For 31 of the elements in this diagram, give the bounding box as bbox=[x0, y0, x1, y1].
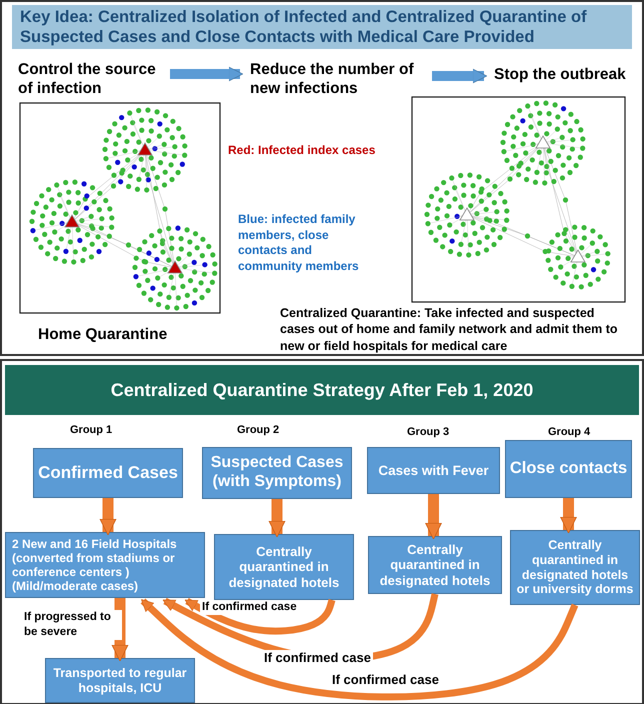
note: Centralized Quarantine: Take infected and suspected cases out of home and family network and admit them to new or field hospitals for medical care bbox=[280, 305, 619, 354]
process-box: Confirmed Cases bbox=[33, 448, 183, 498]
edge-label: If confirmed case bbox=[200, 600, 299, 615]
process-box: Centrally quarantined in designated hotels or university dorms bbox=[510, 530, 640, 605]
step-text: Control the source of infection bbox=[18, 58, 168, 100]
step-text: Reduce the number of new infections bbox=[250, 58, 430, 100]
process-box: Suspected Cases (with Symptoms) bbox=[202, 447, 352, 499]
section-banner: Centralized Quarantine Strategy After Feb 1, 2020 bbox=[5, 365, 639, 415]
process-box: Cases with Fever bbox=[367, 447, 500, 494]
group-label: Group 2 bbox=[237, 424, 280, 436]
process-box: Close contacts bbox=[505, 440, 632, 498]
process-box: Centrally quarantined in designated hotels bbox=[368, 536, 502, 594]
step-text: Stop the outbreak bbox=[494, 64, 639, 86]
arrow bbox=[112, 598, 128, 662]
arrow bbox=[100, 498, 116, 536]
legend-note: Red: Infected index cases bbox=[228, 143, 376, 159]
process-box: Centrally quarantined in designated hotels bbox=[214, 534, 354, 600]
arrow bbox=[432, 68, 488, 84]
caption: Home Quarantine bbox=[38, 325, 168, 345]
group-label: Group 1 bbox=[70, 424, 112, 436]
arrow bbox=[425, 494, 442, 540]
edge-label: If progressed to be severe bbox=[22, 610, 122, 640]
arrow bbox=[140, 598, 578, 700]
arrow bbox=[560, 498, 577, 534]
title-banner: Key Idea: Centralized Isolation of Infected and Centralized Quarantine of Suspected Cases and Close Contacts with Medical Care Provided bbox=[12, 5, 632, 49]
process-box: Transported to regular hospitals, ICU bbox=[45, 658, 195, 703]
group-label: Group 4 bbox=[548, 426, 590, 438]
group-label: Group 3 bbox=[407, 426, 450, 438]
process-box: 2 New and 16 Field Hospitals (converted from stadiums or conference centers ) (Mild/moderate cases) bbox=[5, 532, 205, 598]
arrow bbox=[268, 499, 286, 538]
legend-note: Blue: infected family members, close contacts and community members bbox=[238, 212, 360, 274]
